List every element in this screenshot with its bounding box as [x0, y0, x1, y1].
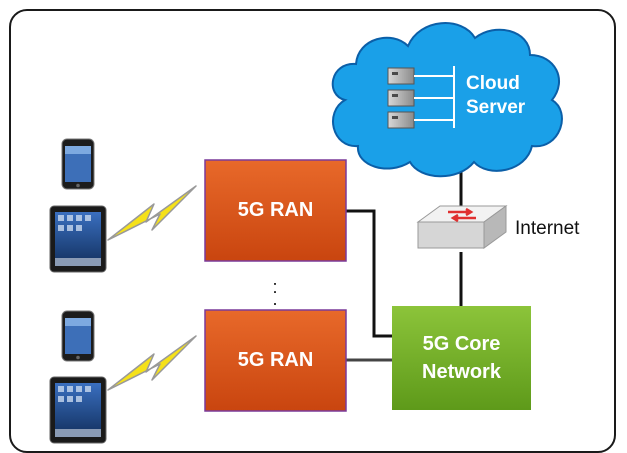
core-label-line1: 5G Core — [422, 333, 501, 355]
cloud-icon — [331, 22, 563, 178]
ran-box-1 — [204, 159, 347, 262]
core-network-label: 5G Core Network — [392, 306, 531, 410]
lightning-icon — [107, 185, 197, 241]
server-icon — [387, 67, 415, 129]
ran-box-2 — [204, 309, 347, 412]
link-ran1-core — [346, 209, 392, 338]
tablet-icon — [49, 205, 107, 273]
ellipsis-dots: : . — [272, 277, 278, 309]
cloud-label-line2: Server — [466, 97, 526, 118]
ran-label-2: 5G RAN — [237, 349, 314, 371]
internet-label: Internet — [515, 218, 580, 239]
router-icon — [416, 205, 508, 249]
lightning-icon — [107, 335, 197, 391]
smartphone-icon — [61, 138, 95, 190]
cloud-server-label: Cloud Server — [466, 72, 525, 120]
smartphone-icon — [61, 310, 95, 362]
server-bracket — [414, 66, 455, 128]
core-network-box — [392, 306, 531, 410]
connection-lines — [346, 170, 463, 362]
cloud-label-line1: Cloud — [466, 73, 520, 94]
tablet-icon — [49, 376, 107, 444]
ran-label-1: 5G RAN — [237, 199, 314, 221]
core-label-line2: Network — [422, 361, 501, 383]
